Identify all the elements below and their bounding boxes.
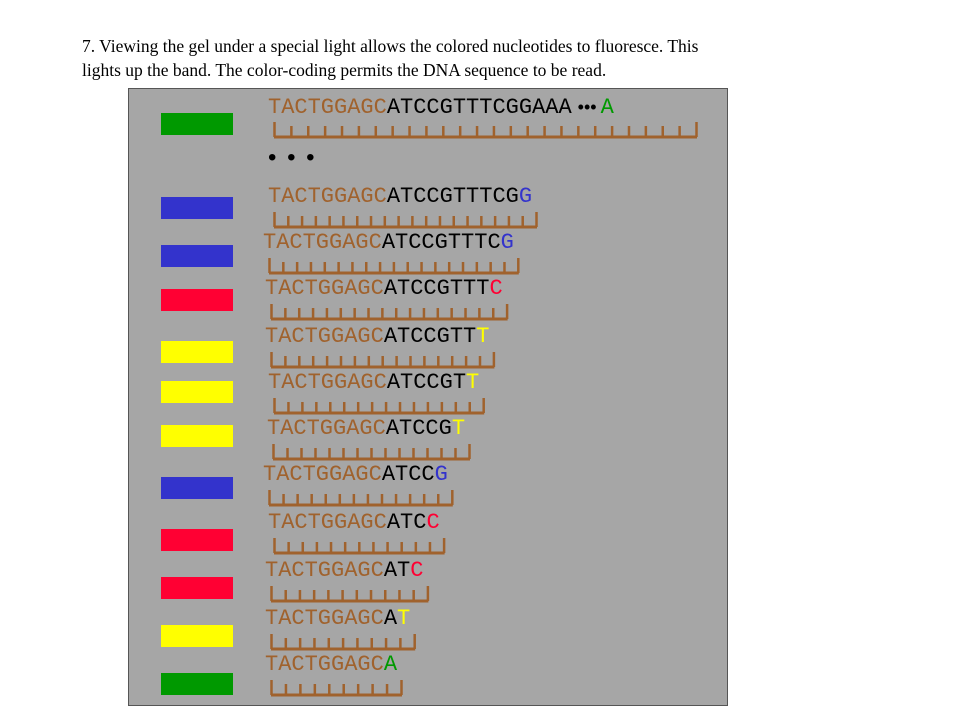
- gel-band: [161, 577, 233, 599]
- dna-strand: TACTGGAGCATCCGTT: [268, 371, 479, 395]
- dna-strand: TACTGGAGCATCC: [268, 511, 440, 535]
- strand-comb: [270, 586, 430, 603]
- terminal-nucleotide: C: [489, 276, 503, 301]
- extension-sequence: AT: [383, 558, 411, 583]
- dna-strand: TACTGGAGCATCCGTTTC: [265, 277, 503, 301]
- terminal-nucleotide: C: [410, 558, 424, 583]
- extension-sequence: ATCCGT: [386, 370, 467, 395]
- strand-comb: [273, 398, 485, 415]
- dna-strand: TACTGGAGCAT: [265, 607, 410, 631]
- strand-comb: [270, 680, 403, 697]
- gel-band: [161, 529, 233, 551]
- strand-comb: [270, 634, 416, 651]
- terminal-nucleotide: T: [451, 416, 466, 441]
- primer-sequence: TACTGGAGC: [268, 370, 387, 395]
- primer-sequence: TACTGGAGC: [265, 558, 384, 583]
- gel-band: [161, 425, 233, 447]
- strand-comb: [273, 212, 538, 229]
- primer-sequence: TACTGGAGC: [268, 510, 387, 535]
- terminal-nucleotide: G: [500, 230, 514, 255]
- strand-comb: [272, 444, 471, 461]
- extension-sequence: ATCCGTT: [383, 324, 477, 349]
- terminal-nucleotide: G: [518, 184, 533, 209]
- terminal-nucleotide: C: [426, 510, 440, 535]
- primer-sequence: TACTGGAGC: [263, 462, 382, 487]
- primer-sequence: TACTGGAGC: [268, 184, 387, 209]
- extension-sequence: ATCCGTTTC: [381, 230, 501, 255]
- strand-comb: [273, 538, 446, 555]
- dna-strand: TACTGGAGCATCCGTTTCG: [263, 231, 514, 255]
- terminal-nucleotide: A: [383, 652, 398, 677]
- gel-band: [161, 197, 233, 219]
- dna-strand: TACTGGAGCATCCG: [263, 463, 448, 487]
- primer-sequence: TACTGGAGC: [268, 95, 387, 120]
- dna-strand: TACTGGAGCATCCGT: [267, 417, 465, 441]
- ellipsis-inline: •••: [577, 97, 597, 117]
- gel-band: [161, 289, 233, 311]
- caption: 7. Viewing the gel under a special light…: [82, 34, 882, 82]
- ellipsis-row: • • •: [268, 144, 317, 171]
- strand-comb: [268, 258, 520, 275]
- extension-sequence: ATCCG: [385, 416, 452, 441]
- dna-strand: TACTGGAGCATCCGTTTCGGAAA•••A: [268, 95, 614, 120]
- gel-band: [161, 625, 233, 647]
- dna-strand: TACTGGAGCATCCGTTTCGG: [268, 185, 532, 209]
- gel-band: [161, 245, 233, 267]
- terminal-nucleotide: G: [434, 462, 448, 487]
- gel-band: [161, 381, 233, 403]
- extension-sequence: ATCCGTTT: [383, 276, 490, 301]
- dna-strand: TACTGGAGCATCCGTTT: [265, 325, 489, 349]
- gel-band: [161, 477, 233, 499]
- primer-sequence: TACTGGAGC: [265, 606, 384, 631]
- extension-sequence: ATCCGTTTCGGAAA: [386, 95, 572, 120]
- primer-sequence: TACTGGAGC: [263, 230, 382, 255]
- terminal-nucleotide: T: [397, 606, 411, 631]
- caption-line-2: lights up the band. The color-coding per…: [82, 60, 607, 80]
- primer-sequence: TACTGGAGC: [267, 416, 386, 441]
- strand-comb: [273, 122, 698, 139]
- gel-band: [161, 673, 233, 695]
- gel-band: [161, 113, 233, 135]
- strand-comb: [270, 352, 496, 369]
- extension-sequence: ATC: [386, 510, 427, 535]
- gel-band: [161, 341, 233, 363]
- primer-sequence: TACTGGAGC: [265, 652, 384, 677]
- extension-sequence: ATCCGTTTCG: [386, 184, 519, 209]
- terminal-nucleotide: T: [466, 370, 480, 395]
- dna-strand: TACTGGAGCA: [265, 653, 397, 677]
- strand-comb: [270, 304, 509, 321]
- extension-sequence: ATCC: [381, 462, 435, 487]
- caption-line-1: 7. Viewing the gel under a special light…: [82, 36, 699, 56]
- terminal-nucleotide: T: [476, 324, 490, 349]
- extension-sequence: A: [383, 606, 398, 631]
- dna-strand: TACTGGAGCATC: [265, 559, 423, 583]
- terminal-nucleotide: A: [600, 95, 614, 120]
- strand-comb: [268, 490, 454, 507]
- primer-sequence: TACTGGAGC: [265, 324, 384, 349]
- primer-sequence: TACTGGAGC: [265, 276, 384, 301]
